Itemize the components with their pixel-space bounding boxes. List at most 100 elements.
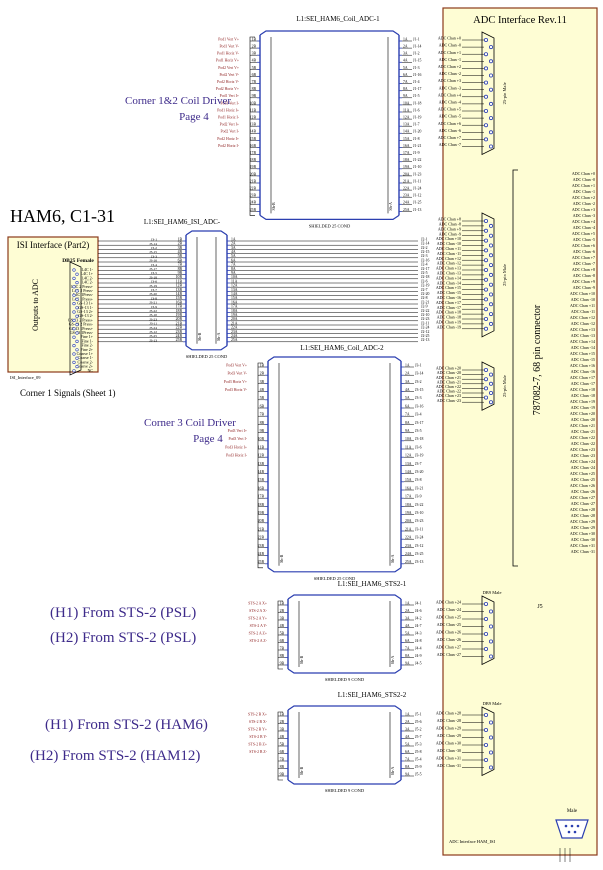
pin-a-label: 7A bbox=[405, 757, 410, 761]
pin-a-label: 8A bbox=[231, 267, 236, 271]
j5-pin-label: ADC Chan +17 bbox=[570, 375, 595, 380]
j-pin-label: J3-23 bbox=[415, 519, 424, 523]
j5-pin-label: ADC Chan -25 bbox=[571, 477, 595, 482]
adc-channel-label: ADC Chan -30 bbox=[437, 748, 461, 753]
j-pin-label: J2-24 bbox=[421, 326, 430, 330]
adc-channel-label: ADC Chan +12 bbox=[436, 256, 461, 261]
pin-circle bbox=[483, 94, 488, 99]
pin-b-label: 3B bbox=[260, 380, 265, 384]
pin-b-label: 21B bbox=[176, 321, 183, 325]
adc-channel-label: ADC Chan +29 bbox=[436, 726, 461, 731]
j-pin-label: J5-3 bbox=[415, 742, 422, 746]
pin-b-label: 15B bbox=[258, 478, 265, 482]
pin-a-label: 15A bbox=[231, 296, 238, 300]
j-pin-label: J4-1 bbox=[415, 601, 422, 605]
pin-a-label: 17A bbox=[231, 305, 238, 309]
j-pin-label: J2-13 bbox=[421, 338, 430, 342]
pin-b-label: 4B bbox=[280, 624, 285, 628]
j-pin-label: J2-23 bbox=[421, 317, 430, 321]
pin-b-label: 20B bbox=[250, 172, 257, 176]
pin-circle bbox=[483, 297, 488, 302]
signal-label: Pod2 Vert I+ bbox=[220, 123, 239, 127]
pin-circle bbox=[483, 758, 488, 763]
j5-pin-label: ADC Chan +24 bbox=[570, 459, 595, 464]
pin-b-label: 3B bbox=[252, 52, 257, 56]
adc-channel-label: ADC Chan -22 bbox=[437, 389, 461, 394]
j-pin-label: J4-2 bbox=[415, 616, 422, 620]
shield-a-label: Sh-A bbox=[216, 332, 221, 341]
pin-a-label: 9A bbox=[405, 429, 410, 433]
isi-pin-label: Coarse 2- bbox=[78, 359, 94, 364]
pin-circle bbox=[488, 609, 493, 614]
j5-pin-label: ADC Chan +20 bbox=[570, 411, 595, 416]
left-bracket bbox=[257, 362, 263, 569]
isi-pin-label: Coarse 1- bbox=[78, 355, 94, 360]
pin-a-label: 10A bbox=[231, 275, 238, 279]
pin-b-label: 12B bbox=[250, 116, 257, 120]
corner3-page: Page 4 bbox=[193, 433, 223, 445]
connector-shell bbox=[481, 212, 495, 338]
j-pin-label: J1-25 bbox=[413, 201, 422, 205]
j-pin-label: J1-3 bbox=[413, 66, 420, 70]
pin-b-label: 9B bbox=[178, 271, 183, 275]
isi-pin-circle bbox=[72, 268, 76, 272]
pin-circle bbox=[483, 267, 488, 272]
j-pin-label: J3-3 bbox=[415, 396, 422, 400]
adc-channel-label: ADC Chan -31 bbox=[437, 763, 461, 768]
j-pin-label: J2-17 bbox=[421, 267, 430, 271]
signal-label: STS-2 A X+ bbox=[248, 601, 267, 605]
pin-a-label: 8A bbox=[403, 87, 408, 91]
j-pin-label: J5-6 bbox=[415, 720, 422, 724]
pin-b-label: 22B bbox=[250, 187, 257, 191]
j5-pin-label: ADC Chan +31 bbox=[570, 543, 595, 548]
pin-b-label: 17B bbox=[250, 151, 257, 155]
isi-j-label: J3-2 bbox=[151, 246, 157, 250]
j5-pin-label: ADC Chan -13 bbox=[571, 333, 595, 338]
pin-circle bbox=[488, 116, 493, 121]
adc-channel-label: ADC Chan -28 bbox=[437, 718, 461, 723]
pin-b-label: 4B bbox=[260, 388, 265, 392]
signal-label: Pod2 Vert V- bbox=[219, 73, 239, 77]
j5-pin-label: ADC Chan -20 bbox=[571, 417, 595, 422]
pin-a-label: 18A bbox=[405, 503, 412, 507]
adc-channel-label: ADC Chan +10 bbox=[436, 236, 461, 241]
j-pin-label: J3-19 bbox=[415, 454, 424, 458]
corner3-label: Corner 3 Coil Driver bbox=[144, 417, 236, 429]
j-pin-label: J1-23 bbox=[413, 172, 422, 176]
j-pin-label: J3-1 bbox=[415, 363, 422, 367]
pin-a-label: 4A bbox=[403, 59, 408, 63]
adc-channel-label: ADC Chan +25 bbox=[436, 615, 461, 620]
signal-label: Pod1 Vert V- bbox=[219, 45, 239, 49]
isi-pin-label: Fine 1- bbox=[82, 338, 94, 343]
pin-circle bbox=[488, 381, 493, 386]
pin-a-label: 3A bbox=[231, 246, 236, 250]
signal-label: Pod2 Horiz I- bbox=[218, 144, 240, 148]
pin-circle bbox=[483, 326, 488, 331]
j-pin-label: J1-10 bbox=[413, 165, 422, 169]
pin-circle bbox=[488, 624, 493, 629]
adc-channel-label: ADC Chan -24 bbox=[437, 607, 461, 612]
isi-pin-label: L4C 1+ bbox=[81, 271, 94, 276]
j5-pin-label: ADC Chan -4 bbox=[573, 225, 595, 230]
j-pin-label: J2-6 bbox=[421, 279, 428, 283]
j-pin-label: J3-20 bbox=[415, 470, 424, 474]
adc-channel-label: ADC Chan -27 bbox=[437, 652, 461, 657]
left-bracket bbox=[277, 600, 283, 670]
pin-b-label: 12B bbox=[176, 284, 183, 288]
pin-b-label: 6B bbox=[280, 750, 285, 754]
j5-pin-label: ADC Chan -28 bbox=[571, 513, 595, 518]
signal-label: Pod1 Horiz I- bbox=[218, 116, 240, 120]
pin-a-label: 20A bbox=[405, 519, 412, 523]
adc-channel-label: ADC Chan +7 bbox=[438, 135, 461, 140]
adc-channel-label: ADC Chan +6 bbox=[438, 121, 461, 126]
pin-b-label: 6B bbox=[260, 404, 265, 408]
j5-pin-label: ADC Chan +15 bbox=[570, 351, 595, 356]
pin-circle bbox=[488, 321, 493, 326]
pin-a-label: 13A bbox=[403, 123, 410, 127]
j-pin-label: J4-3 bbox=[415, 631, 422, 635]
j-pin-label: J2-22 bbox=[421, 309, 430, 313]
pin-b-label: 5B bbox=[252, 66, 257, 70]
pin-b-label: 10B bbox=[250, 101, 257, 105]
j5-pin-label: ADC Chan -11 bbox=[571, 309, 595, 314]
adc-channel-label: ADC Chan +8 bbox=[438, 217, 461, 222]
